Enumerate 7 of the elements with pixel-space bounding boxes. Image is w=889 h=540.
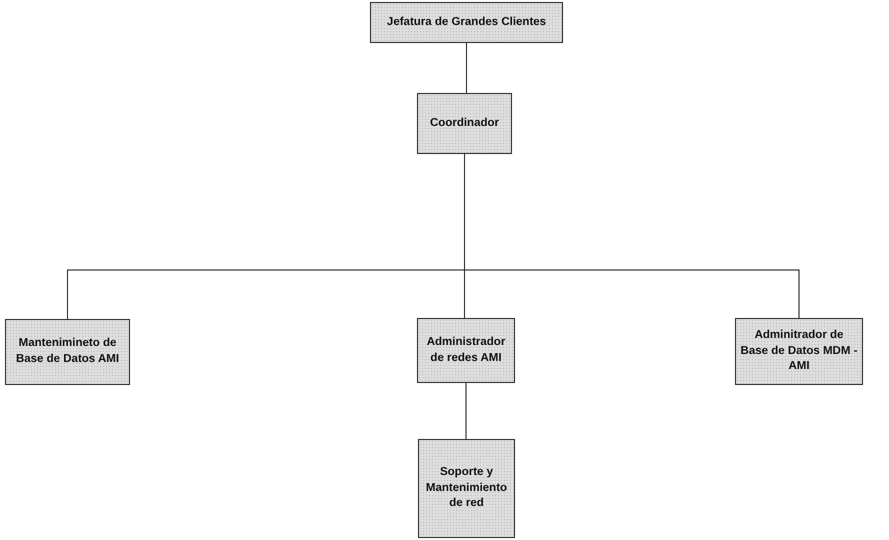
org-box: Mantenimineto de Base de Datos AMI — [5, 319, 130, 385]
org-box: Adminitrador de Base de Datos MDM - AMI — [735, 318, 863, 385]
org-box: Soporte y Mantenimiento de red — [418, 439, 515, 538]
org-box: Administrador de redes AMI — [417, 318, 515, 383]
org-box: Jefatura de Grandes Clientes — [370, 2, 563, 43]
connector-line — [466, 42, 467, 94]
org-box: Coordinador — [417, 93, 512, 154]
